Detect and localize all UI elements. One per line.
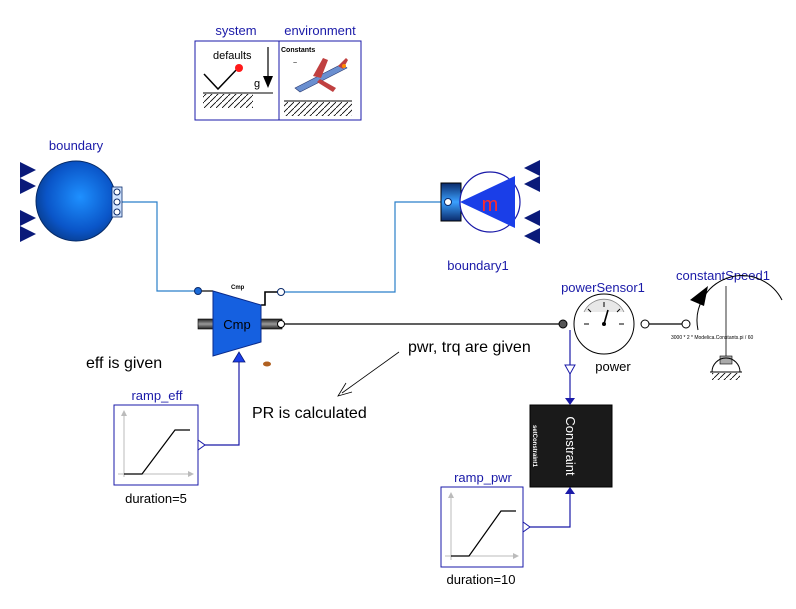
powersensor1-sublabel: power [595,359,631,374]
annotation-pwr-trq-given: pwr, trq are given [408,339,531,356]
boundary1-name: boundary1 [447,258,508,273]
powersensor1-component[interactable]: powerSensor1 power [558,280,650,376]
ramp-eff-curve [124,429,190,475]
environment-small-mark: ~ [293,60,297,67]
ramp-eff-frame [113,404,199,486]
ramp-eff-name: ramp_eff [131,388,182,403]
boundary-component[interactable]: boundary [20,138,123,242]
constantspeed1-expression: 3000 * 2 * Modelica.Constants.pi / 60 [671,335,753,341]
ramp-pwr-param: duration=10 [446,572,515,587]
compressor-inlet-port[interactable] [194,287,202,295]
powersensor1-output-port-icon[interactable] [564,364,576,376]
boundary-name: boundary [49,138,104,153]
ramp-eff-component[interactable]: ramp_eff duration=5 [113,388,206,506]
constantspeed1-name: constantSpeed1 [676,268,770,283]
constraint-instance-label: setConstraint1 [531,425,537,468]
ramp-eff-xaxis-arrow-icon [188,471,194,477]
ramp-pwr-yaxis-arrow-icon [448,492,454,498]
annotations: eff is given pwr, trq are given PR is ca… [86,339,531,422]
powersensor1-name: powerSensor1 [561,280,645,295]
system-g-label: g [254,78,260,90]
constraint-input-bottom-icon[interactable] [565,487,575,494]
system-ground-hatch [203,94,253,108]
ramp-eff-param: duration=5 [125,491,187,506]
powersensor1-port-left[interactable] [558,319,568,329]
ramp-pwr-frame [440,486,524,568]
connection-ramp-pwr-to-constraint[interactable] [523,487,571,528]
constantspeed1-arc [696,275,783,331]
annotation-arrow-line [341,351,400,394]
annotation-eff-given: eff is given [86,355,162,372]
powersensor1-port-right[interactable] [640,319,650,329]
ramp-pwr-name: ramp_pwr [454,470,512,485]
ramp-pwr-curve [451,510,516,557]
compressor-small-label: Cmp [231,285,245,291]
system-gravity-arrow-icon [263,76,273,88]
compressor-outlet-port[interactable] [277,288,285,296]
powersensor1-ticks [584,302,624,325]
environment-constants-text: Constants [281,47,315,54]
boundary-input-arrows [20,162,36,242]
boundary1-component[interactable]: m boundary1 [440,160,540,273]
powersensor1-needle [603,309,609,325]
annotation-arrow-head-icon [337,382,353,397]
connection-boundary-to-compressor[interactable] [118,201,198,292]
boundary1-port[interactable] [444,198,452,206]
constantspeed1-component[interactable]: constantSpeed1 3000 * 2 * Modelica.Const… [671,268,783,380]
compressor-input-port-icon[interactable] [232,351,246,363]
boundary-sphere [35,160,117,242]
constraint-block [529,404,613,488]
constantspeed1-port[interactable] [681,319,691,329]
environment-component[interactable]: environment Constants ~ [278,23,362,121]
boundary1-m-symbol: m [482,194,499,216]
annotation-pr-calculated: PR is calculated [252,405,367,422]
compressor-component[interactable]: Cmp Cmp [194,285,285,367]
boundary-port-2[interactable] [113,198,121,206]
compressor-label: Cmp [223,317,250,332]
compressor-heat-port [263,361,271,367]
constraint-title: Constraint [563,416,578,476]
airplane-icon [294,58,348,93]
constraint-input-top-icon[interactable] [565,398,575,405]
compressor-outlet-stub [261,291,281,306]
connection-ramp-eff-to-compressor[interactable] [204,355,240,446]
environment-name: environment [284,23,356,38]
system-component[interactable]: system defaults g [194,23,280,121]
boundary-port-3[interactable] [113,208,121,216]
constantspeed1-support [710,355,742,380]
connection-compressor-to-boundary1[interactable] [280,201,447,293]
system-defaults-text: defaults [213,50,252,62]
environment-ground-hatch [284,102,352,116]
ramp-pwr-output-port-icon[interactable] [522,521,531,533]
system-name: system [215,23,256,38]
ramp-eff-output-port-icon[interactable] [197,439,206,451]
boundary1-input-arrows [524,160,540,244]
compressor-shaft-port-right[interactable] [277,320,285,328]
ramp-eff-yaxis-arrow-icon [121,410,127,416]
powersensor1-hub [602,322,606,326]
system-check-shape [203,66,240,91]
system-red-dot [235,64,243,72]
boundary1-triangle [460,176,515,228]
constraint-component[interactable]: Constraint setConstraint1 [529,398,613,494]
compressor-body [212,290,262,357]
ramp-pwr-xaxis-arrow-icon [513,553,519,559]
boundary-port-1[interactable] [113,188,121,196]
ramp-pwr-component[interactable]: ramp_pwr duration=10 [440,470,531,587]
constantspeed1-arrow-icon [690,286,708,306]
